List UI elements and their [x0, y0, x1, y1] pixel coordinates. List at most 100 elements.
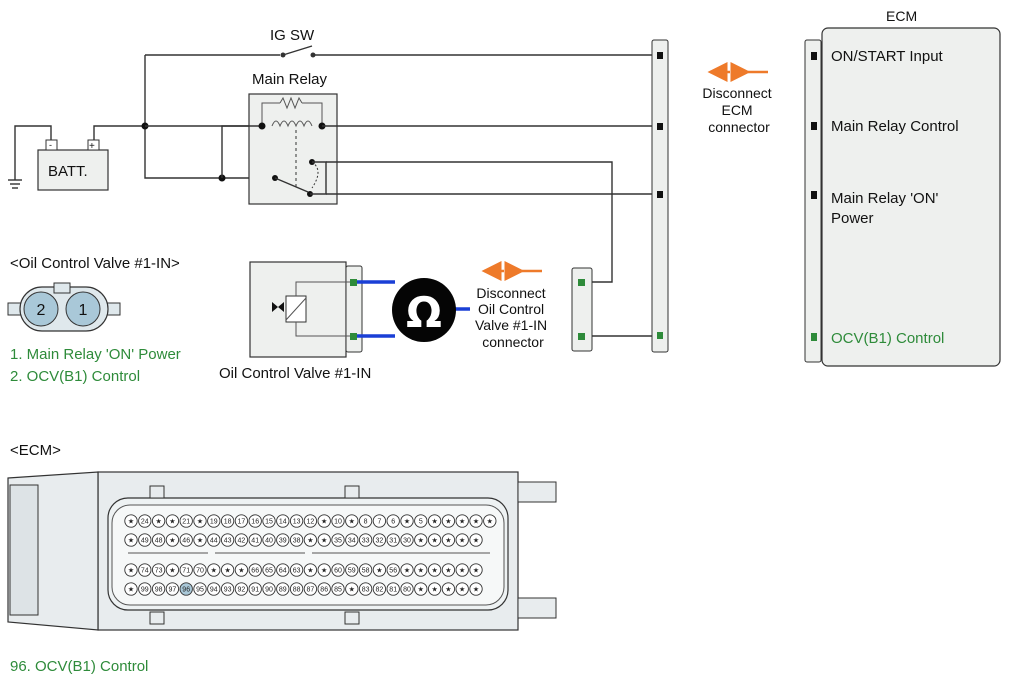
ecm-pin-circle	[317, 582, 331, 596]
ecm-pin-label: 46	[182, 538, 190, 545]
ecm-pin-on-start-input: ON/START Input	[831, 48, 944, 65]
ecm-pin-circle	[386, 533, 400, 547]
ecm-pin-circle	[414, 533, 428, 547]
ecm-pin-circle	[386, 563, 400, 577]
ecm-pin-circle	[220, 533, 235, 547]
ecm-pin-circle	[331, 563, 345, 577]
ecm-pin-circle	[207, 533, 221, 547]
ecm-pin-circle	[248, 582, 262, 596]
ig-switch-label: IG SW	[270, 27, 315, 44]
ecm-pin-circle	[331, 582, 345, 596]
ecm-pin-label: ★	[473, 518, 479, 526]
ecm-pin-label: 66	[251, 568, 259, 575]
ecm-pin-label: 43	[224, 538, 232, 545]
ocv-harness-connector	[571, 267, 593, 352]
ohmmeter-probe-leads	[357, 280, 470, 338]
ecm-pin-label: ★	[307, 567, 313, 575]
ecm-pin-circle	[427, 514, 442, 528]
ecm-pin-label: ★	[459, 567, 465, 575]
ecm-pin-circle	[414, 582, 428, 596]
ecm-pin-label: ★	[459, 537, 465, 545]
ecm-pin-circle	[124, 563, 138, 577]
ecm-pin-label: 19	[210, 519, 218, 526]
ecm-pin-label: 98	[155, 587, 163, 594]
ecm-pin-label: 89	[279, 587, 287, 594]
ecm-title: ECM	[886, 8, 917, 24]
ecm-pin-label: ★	[321, 537, 327, 545]
ecm-pin-label: ★	[128, 567, 134, 575]
ecm-pin-label: 10	[334, 519, 342, 526]
ecm-pin-circle	[317, 563, 331, 577]
ecm-pin-label: ★	[197, 518, 203, 526]
ecm-pin-label: ★	[307, 537, 313, 545]
ecm-pin-label: ★	[349, 586, 355, 594]
ecm-pin-circle	[234, 533, 249, 547]
ecm-pin-circle	[400, 533, 414, 547]
ecm-pin-label: 16	[251, 519, 259, 526]
ecm-pin-label: ★	[128, 537, 134, 545]
ecm-pin-label: 49	[141, 538, 149, 545]
ground-icon	[8, 125, 52, 189]
ecm-pin-label: 7	[377, 519, 381, 526]
ecm-pin-label: ★	[418, 567, 424, 575]
ecm-pin-circle	[331, 533, 345, 547]
ecm-pin-label: 60	[334, 568, 342, 575]
ecm-pin-label: 59	[348, 568, 356, 575]
ecm-pin-circle	[455, 533, 469, 547]
ecm-pin-circle	[151, 514, 166, 528]
ecm-pin-circle	[386, 514, 400, 528]
ecm-pin-label: 87	[307, 587, 315, 594]
ecm-pin-circle	[193, 533, 207, 547]
ocv-pin-1: 1	[79, 302, 88, 319]
ecm-pin-label: ★	[128, 518, 134, 526]
ecm-pin-label: ★	[238, 567, 244, 575]
ecm-pin-label: 85	[334, 587, 342, 594]
ocv-connector-face	[7, 282, 121, 332]
ecm-pin-circle	[345, 582, 359, 596]
ocv-legend-2: 2. OCV(B1) Control	[10, 368, 140, 385]
main-relay-label: Main Relay	[252, 71, 328, 88]
ecm-pin-circle	[151, 563, 166, 577]
ecm-pin-circle	[372, 533, 387, 547]
ecm-pin-circle	[179, 582, 193, 596]
battery-minus-terminal: -	[49, 140, 52, 150]
ecm-pin-main-relay-on-power: Main Relay 'ON' Power	[831, 190, 943, 227]
ecm-pin-circle	[220, 563, 235, 577]
ecm-pin-circle	[193, 514, 207, 528]
disconnect-ecm-label: Disconnect ECM connector	[702, 85, 775, 135]
ecm-pin-circle	[345, 514, 359, 528]
ecm-pin-circle	[276, 533, 290, 547]
ecm-pin-label: 95	[196, 587, 204, 594]
ecm-pin-circle	[303, 582, 318, 596]
ecm-pin-circle	[220, 514, 235, 528]
ocv-name-label: Oil Control Valve #1-IN	[219, 365, 371, 382]
ecm-pin-circle	[179, 514, 193, 528]
ecm-pin-circle	[427, 582, 442, 596]
ecm-pin-circle	[165, 533, 180, 547]
ecm-pin-circle	[372, 582, 387, 596]
ecm-pin-circle	[358, 582, 373, 596]
ecm-pin-label: ★	[321, 518, 327, 526]
ecm-pin-circle	[455, 563, 469, 577]
ecm-pin-circle	[248, 533, 262, 547]
ecm-pin-label: 31	[389, 538, 397, 545]
ecm-pin-circle	[248, 514, 262, 528]
main-relay	[221, 93, 338, 205]
ecm-pin-label: ★	[473, 567, 479, 575]
ecm-pin-label: ★	[224, 567, 230, 575]
ecm-pin-label: 48	[155, 538, 163, 545]
ecm-pin-circle	[124, 533, 138, 547]
ecm-pin-label: 39	[279, 538, 287, 545]
ecm-pin-circle	[358, 563, 373, 577]
ecm-pin-label: 63	[293, 568, 301, 575]
ecm-pin-label: 96	[182, 587, 190, 594]
ecm-pin-label: 33	[362, 538, 370, 545]
ecm-pin-circle	[289, 533, 304, 547]
ecm-pin-label: 74	[141, 568, 149, 575]
ohm-symbol-text: Ω	[406, 288, 442, 337]
ecm-pin-ocv-b1-control: OCV(B1) Control	[831, 330, 944, 347]
ecm-pin-label: 8	[364, 519, 368, 526]
disconnect-ocv-label: Disconnect Oil Control Valve #1-IN conne…	[475, 285, 551, 350]
ecm-pin-circle	[400, 563, 414, 577]
